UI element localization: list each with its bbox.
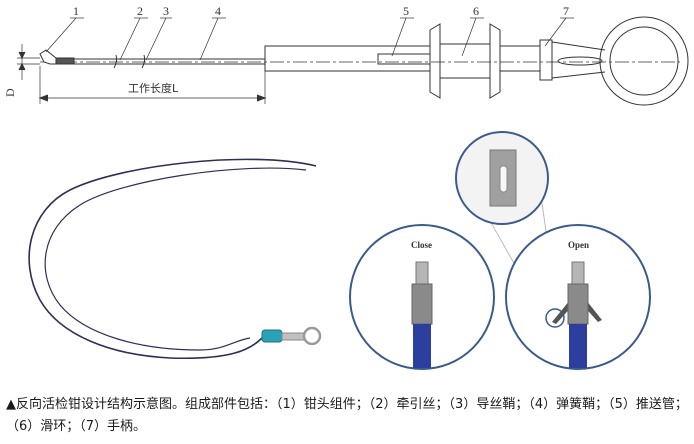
- part-label-4: 4: [215, 4, 221, 18]
- open-jaw-tip: [571, 261, 585, 285]
- leader-1: [45, 17, 77, 53]
- dim-l-arrow-right: [256, 94, 267, 102]
- part-label-2: 2: [137, 4, 143, 18]
- figure-caption: ▲反向活检钳设计结构示意图。组成部件包括：（1）钳头组件；（2）牵引丝；（3）导…: [6, 394, 690, 438]
- dim-d-arrow-bottom: [18, 62, 26, 71]
- open-jaw-body: [567, 283, 589, 325]
- device-handle-ring: [302, 326, 322, 346]
- leader-2: [119, 17, 141, 61]
- part-label-1: 1: [73, 4, 79, 18]
- device-slide: [261, 329, 283, 343]
- working-length-label: 工作长度L: [128, 81, 179, 95]
- part-label-3: 3: [163, 4, 169, 18]
- handle-neck: [539, 39, 553, 81]
- close-sheath: [413, 324, 431, 368]
- dimension-d-label: D: [3, 88, 17, 97]
- leader-4: [199, 17, 219, 61]
- leader-7: [544, 17, 567, 47]
- handle-body: [499, 45, 541, 72]
- break-mark-2: [141, 54, 146, 69]
- magnified-insets: [349, 131, 651, 370]
- technical-drawing: [17, 16, 689, 106]
- leader-6: [461, 17, 477, 57]
- dim-d-arrow-top: [18, 51, 26, 60]
- close-jaw-body: [411, 283, 433, 325]
- detail-jaw: [489, 149, 517, 207]
- push-tube-slot: [377, 53, 431, 65]
- forceps-head-body: [55, 57, 75, 65]
- open-highlight: [545, 308, 565, 328]
- handle-shank: [551, 41, 606, 79]
- open-sheath: [569, 324, 587, 368]
- part-label-5: 5: [403, 4, 409, 18]
- close-jaw-tip: [415, 261, 429, 285]
- coiled-catheter: [28, 158, 317, 360]
- triangle-marker-icon: ▲: [6, 397, 16, 412]
- part-label-7: 7: [563, 4, 569, 18]
- close-label: Close: [411, 240, 432, 250]
- coiled-device-photo: [28, 158, 322, 360]
- biopsy-forceps-diagram: 1 2 3 4 5 6 7 D 工作长度L Close: [3, 4, 689, 370]
- caption-text: 反向活检钳设计结构示意图。组成部件包括：（1）钳头组件；（2）牵引丝；（3）导丝…: [6, 397, 688, 434]
- detail-slot: [499, 165, 508, 193]
- handle-slot: [557, 56, 603, 66]
- handle-ring-inner: [609, 26, 679, 96]
- break-mark-1: [113, 54, 118, 69]
- dim-l-arrow-left: [38, 94, 49, 102]
- open-label: Open: [568, 240, 589, 250]
- leader-3: [145, 17, 167, 61]
- coiled-catheter-inner: [44, 167, 307, 351]
- push-tube: [264, 45, 431, 72]
- handle-ring-outer: [599, 16, 689, 106]
- device-handle: [281, 332, 305, 341]
- part-label-6: 6: [473, 4, 479, 18]
- leader-5: [391, 17, 407, 57]
